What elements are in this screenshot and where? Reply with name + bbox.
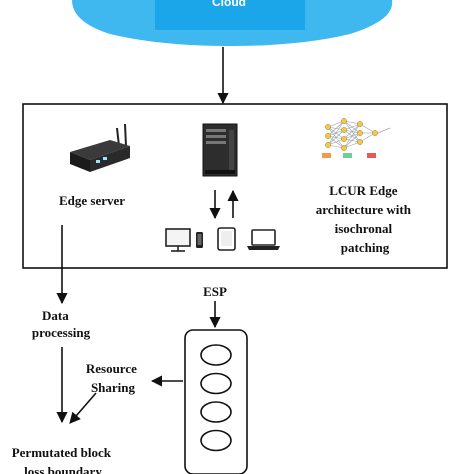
edge-box — [22, 103, 448, 269]
edge-server-icon — [70, 123, 130, 172]
esp-block — [184, 329, 248, 474]
data-processing-label: Data processing — [32, 308, 91, 340]
neural-network-icon — [322, 118, 391, 158]
esp-slot — [200, 344, 232, 366]
resource-sharing-label: Resource Sharing — [86, 361, 140, 395]
esp-label: ESP — [203, 284, 227, 299]
edge-server-label: Edge server — [59, 193, 125, 208]
cloud-highlight — [155, 0, 305, 30]
tower-pc-icon — [202, 123, 238, 177]
smartphone-icon — [196, 232, 203, 248]
cloud-label: Cloud — [212, 0, 246, 9]
esp-slot — [200, 429, 232, 452]
esp-slots — [200, 344, 232, 452]
esp-container — [184, 329, 248, 474]
monitor-icon — [165, 228, 191, 252]
tablet-icon — [217, 227, 236, 251]
esp-slot — [200, 401, 232, 423]
cloud-node: Cloud — [72, 0, 393, 46]
permutated-block-label: Permutated block loss boundary — [12, 445, 115, 474]
resource-to-block-arrow — [69, 392, 97, 424]
laptop-icon — [247, 229, 280, 250]
esp-slot — [200, 372, 232, 395]
architecture-label: LCUR Edge architecture with isochronal p… — [316, 183, 414, 255]
